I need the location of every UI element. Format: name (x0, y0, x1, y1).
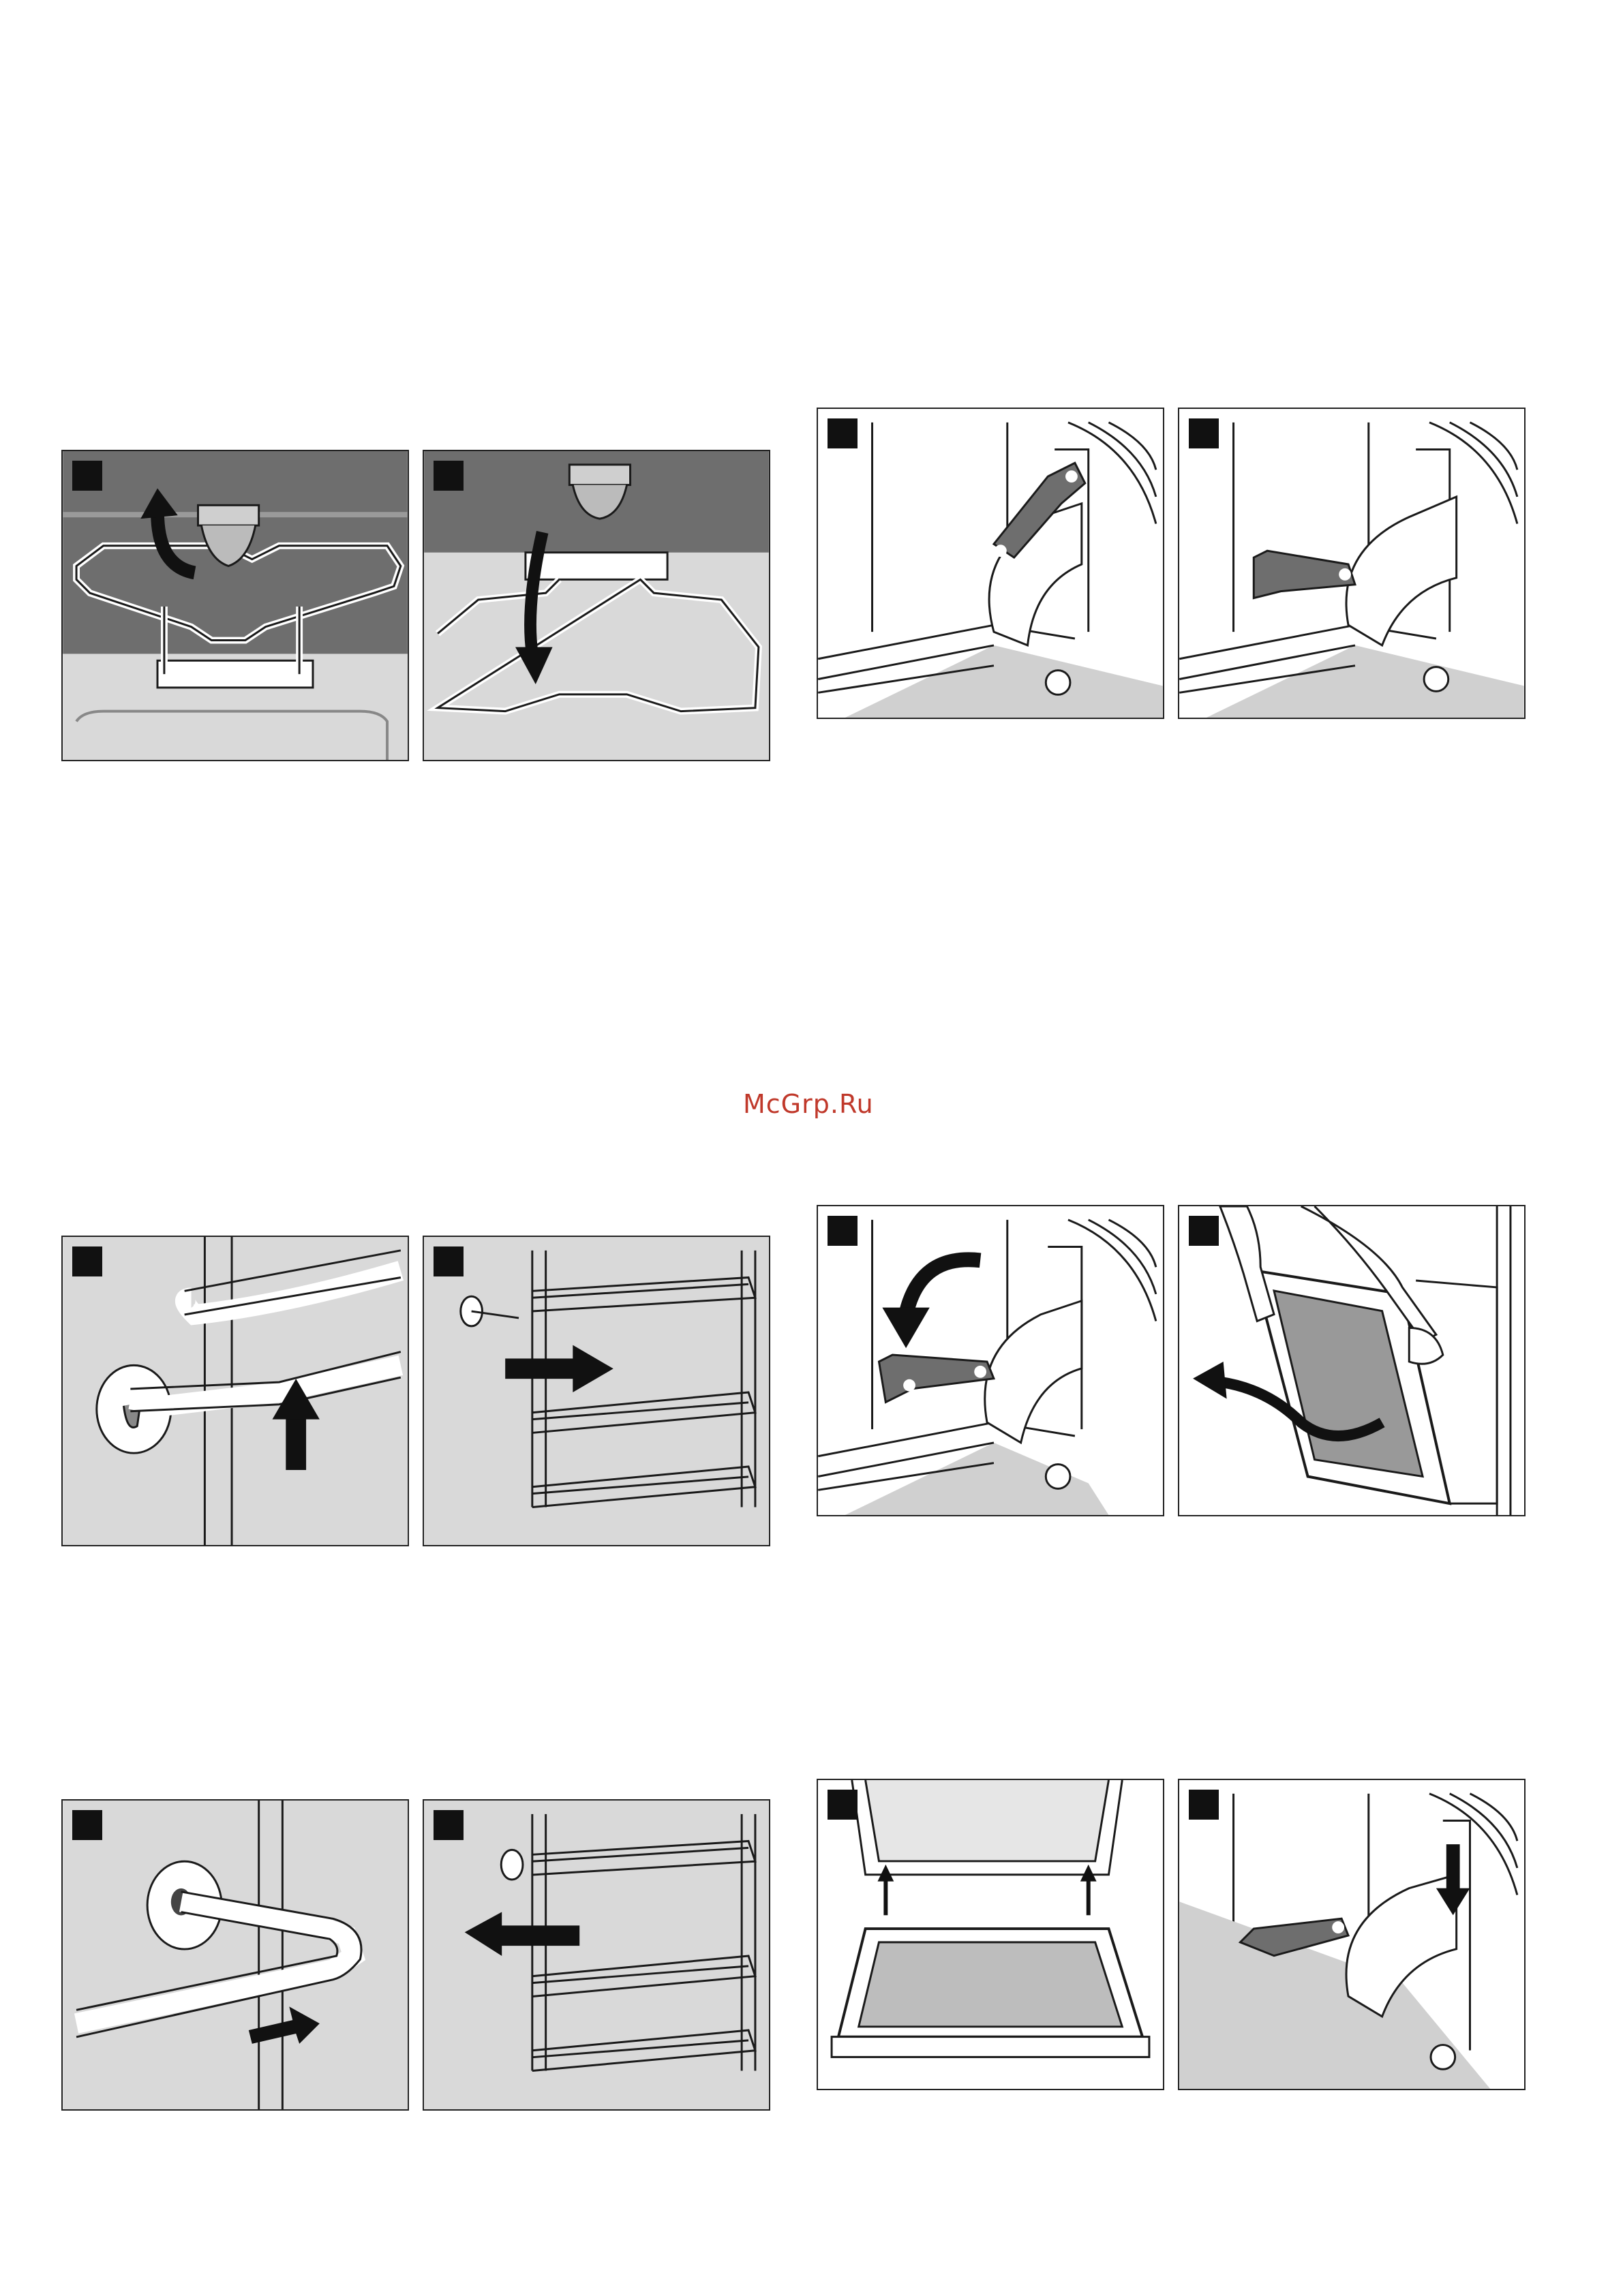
step-marker (1189, 1790, 1219, 1820)
step-marker (72, 461, 102, 491)
door-lift-off-illustration (1179, 1206, 1524, 1515)
hinge-lever-fold-illustration (818, 1206, 1163, 1515)
rail-push-in-illustration (63, 1801, 408, 2109)
door-hinge-closed-illustration (818, 409, 1163, 718)
watermark-text: McGrp.Ru (743, 1089, 874, 1119)
figure-door-hinge-lever-open (1178, 408, 1526, 719)
step-marker (828, 1790, 858, 1820)
figure-rail-hook-in (423, 1799, 770, 2111)
figure-hinge-lock (1178, 1779, 1526, 2090)
step-marker (1189, 1216, 1219, 1246)
figure-rail-clip-insert (423, 450, 770, 761)
figure-rail-pull-out (423, 1236, 770, 1546)
step-marker (1189, 418, 1219, 448)
step-marker (434, 1810, 464, 1840)
figure-door-hinge-closed (817, 408, 1164, 719)
step-marker (828, 1216, 858, 1246)
rail-pull-up-illustration (63, 1237, 408, 1545)
step-marker (72, 1810, 102, 1840)
rail-hook-in-illustration (424, 1801, 769, 2109)
step-marker (72, 1246, 102, 1276)
hinge-lock-illustration (1179, 1780, 1524, 2089)
step-marker (434, 1246, 464, 1276)
rail-clip-insert-illustration (424, 451, 769, 760)
figure-rail-push-in (61, 1799, 409, 2111)
rail-clip-lift-illustration (63, 451, 408, 760)
door-hinge-lever-open-illustration (1179, 409, 1524, 718)
figure-rail-pull-up (61, 1236, 409, 1546)
figure-rail-clip-lift (61, 450, 409, 761)
step-marker (434, 461, 464, 491)
figure-hinge-lever-fold (817, 1205, 1164, 1516)
step-marker (828, 418, 858, 448)
rail-pull-out-illustration (424, 1237, 769, 1545)
door-refit-illustration (818, 1780, 1163, 2089)
figure-door-refit (817, 1779, 1164, 2090)
figure-door-lift-off (1178, 1205, 1526, 1516)
